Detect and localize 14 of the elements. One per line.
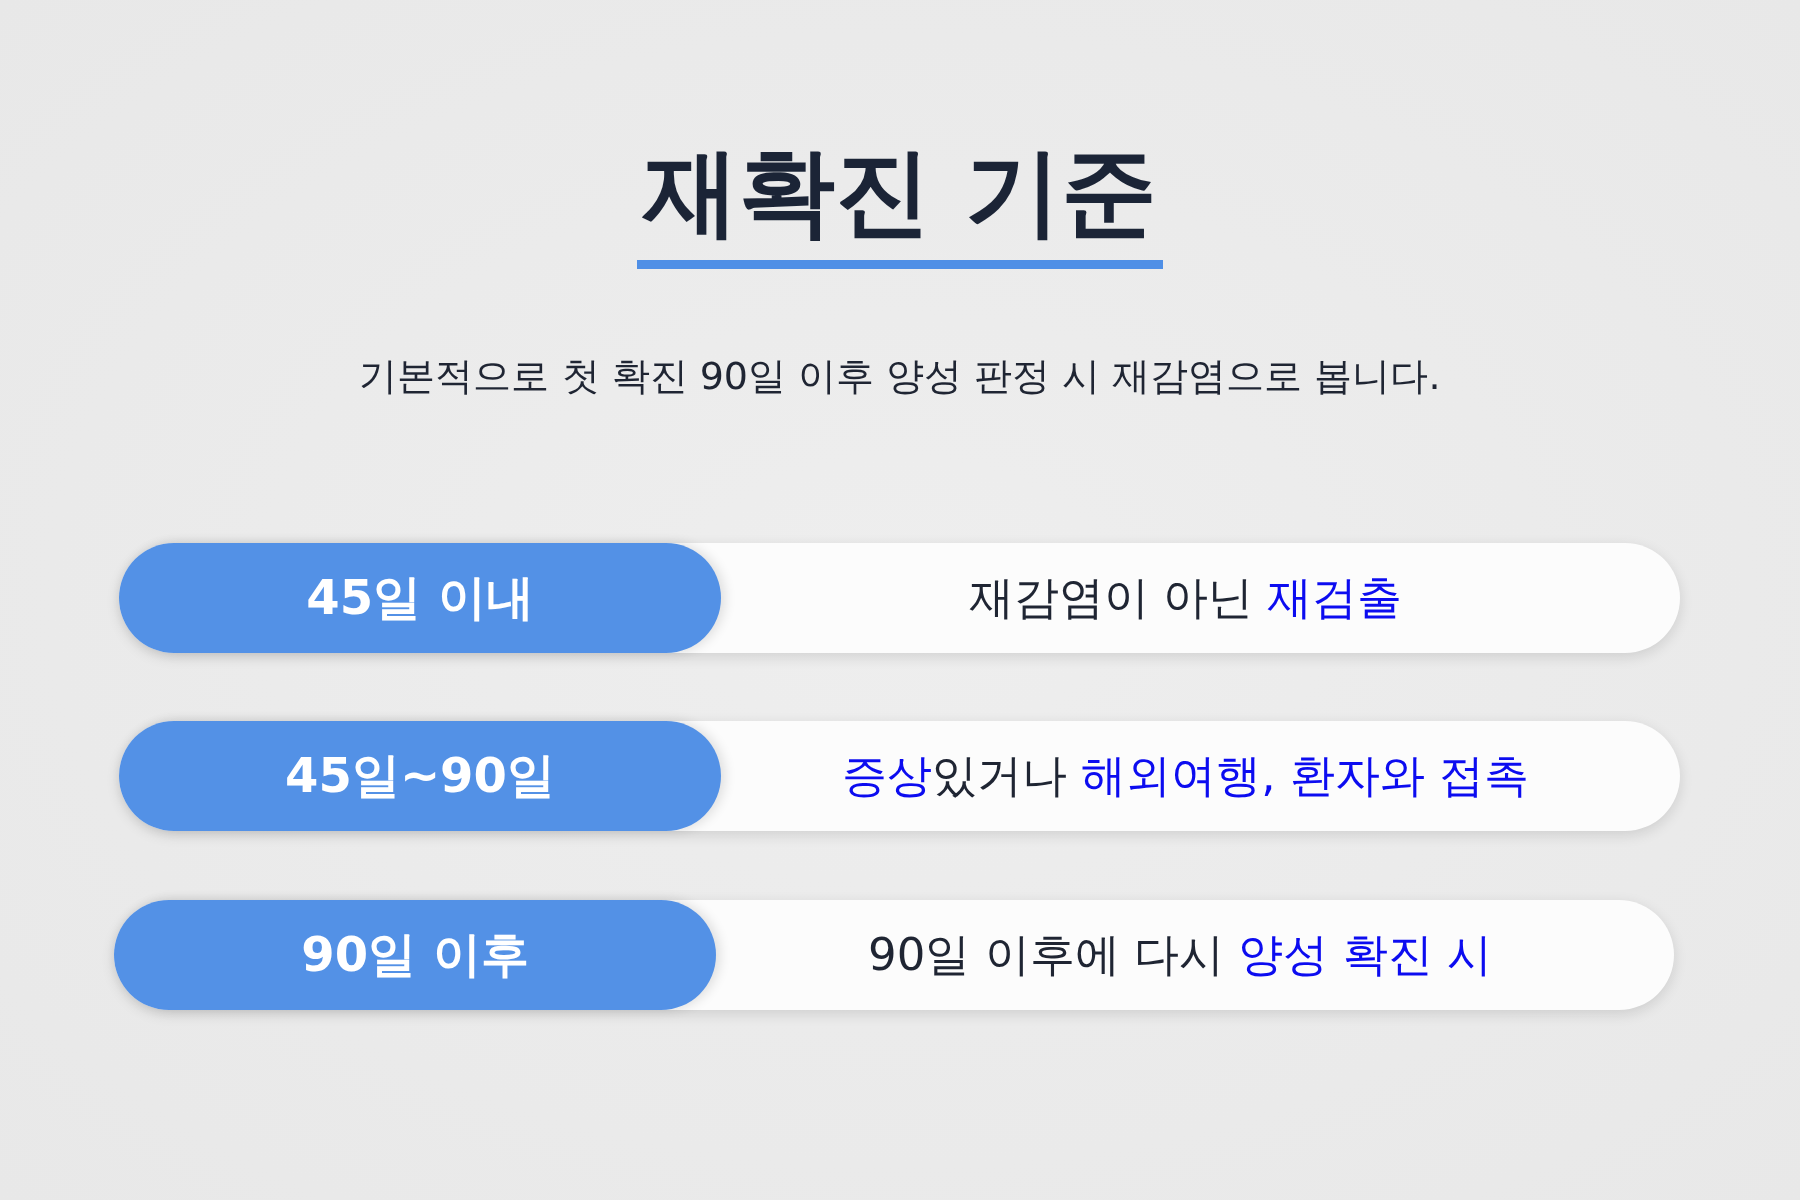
subtitle: 기본적으로 첫 확진 90일 이후 양성 판정 시 재감염으로 봅니다. bbox=[359, 354, 1441, 400]
range-pill bbox=[119, 721, 721, 831]
row-description: 증상있거나 해외여행, 환자와 접촉 bbox=[840, 749, 1531, 803]
range-label: 90일 이후 bbox=[301, 926, 529, 984]
range-label: 45일 이내 bbox=[306, 569, 534, 627]
range-pill bbox=[114, 900, 716, 1010]
range-label: 45일~90일 bbox=[285, 747, 555, 805]
row-pill bbox=[114, 900, 1674, 1010]
row-pill bbox=[119, 721, 1680, 831]
row-description: 재감염이 아닌 재검출 bbox=[967, 571, 1404, 625]
title: 재확진 기준 bbox=[643, 140, 1157, 246]
range-pill bbox=[119, 543, 721, 653]
row-pill bbox=[119, 543, 1680, 653]
row-description: 90일 이후에 다시 양성 확진 시 bbox=[867, 928, 1493, 982]
